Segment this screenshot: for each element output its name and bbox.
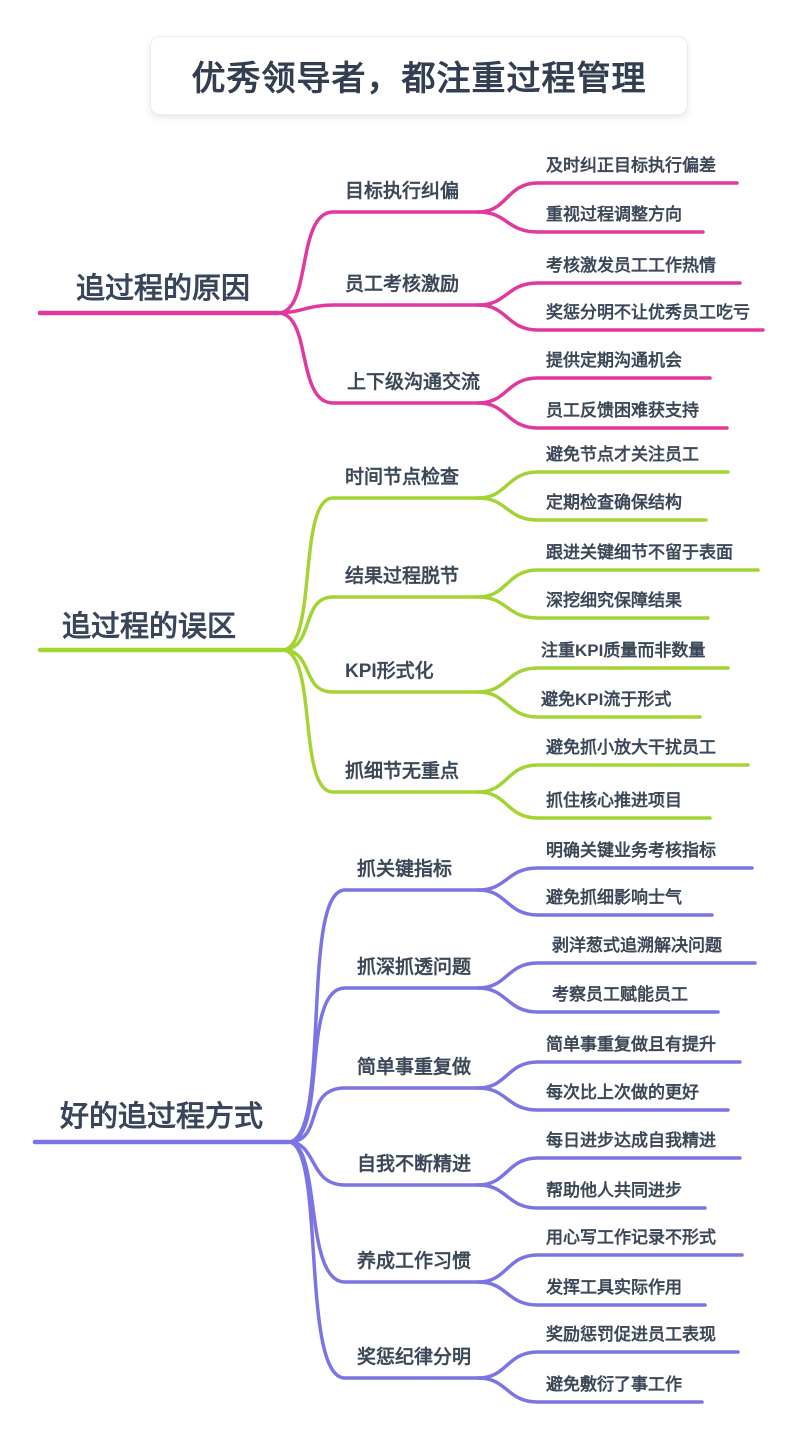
leaf-node: 考察员工赋能员工: [552, 985, 688, 1004]
leaf-node: 用心写工作记录不形式: [546, 1228, 716, 1247]
leaf-node: 考核激发员工工作热情: [546, 256, 716, 275]
leaf-node: 及时纠正目标执行偏差: [546, 156, 716, 175]
leaf-node: 明确关键业务考核指标: [546, 841, 716, 860]
leaf-node: 奖惩分明不让优秀员工吃亏: [546, 303, 750, 322]
leaf-node: 奖励惩罚促进员工表现: [546, 1325, 716, 1344]
leaf-node: 员工反馈困难获支持: [546, 401, 699, 420]
leaf-node: 抓住核心推进项目: [546, 791, 682, 810]
leaf-node: 避免抓小放大干扰员工: [546, 738, 716, 757]
branch-node-pitfalls: 追过程的误区: [62, 611, 237, 643]
subtopic-node: 目标执行纠偏: [345, 181, 460, 202]
subtopic-node: 上下级沟通交流: [347, 372, 481, 393]
leaf-node: 深挖细究保障结果: [546, 591, 682, 610]
branch-node-good-ways: 好的追过程方式: [60, 1101, 264, 1133]
root-node: 优秀领导者，都注重过程管理: [150, 36, 688, 115]
leaf-node: 每次比上次做的更好: [546, 1083, 699, 1102]
leaf-node: 剥洋葱式追溯解决问题: [552, 936, 722, 955]
subtopic-node: 抓关键指标: [357, 859, 453, 880]
leaf-node: 简单事重复做且有提升: [546, 1035, 716, 1054]
branch-node-reasons: 追过程的原因: [76, 273, 251, 305]
subtopic-node: 抓细节无重点: [345, 761, 460, 782]
branch-lines-reasons: [37, 181, 765, 430]
leaf-node: 跟进关键细节不留于表面: [546, 543, 733, 562]
leaf-node: 避免抓细影响士气: [546, 888, 682, 907]
branch-lines-pitfalls: [37, 470, 760, 820]
subtopic-node: 时间节点检查: [345, 467, 460, 488]
branch-lines-good-ways: [32, 866, 757, 1404]
leaf-node: 注重KPI质量而非数量: [541, 641, 706, 660]
subtopic-node: 员工考核激励: [345, 274, 460, 295]
leaf-node: 避免敷衍了事工作: [546, 1375, 682, 1394]
subtopic-node: 简单事重复做: [357, 1057, 472, 1078]
subtopic-node: 抓深抓透问题: [357, 957, 472, 978]
subtopic-node: 养成工作习惯: [357, 1251, 472, 1272]
leaf-node: 避免节点才关注员工: [546, 445, 699, 464]
leaf-node: 发挥工具实际作用: [546, 1278, 682, 1297]
leaf-node: 定期检查确保结构: [546, 493, 682, 512]
subtopic-node: KPI形式化: [345, 661, 434, 682]
leaf-node: 帮助他人共同进步: [546, 1181, 682, 1200]
leaf-node: 重视过程调整方向: [546, 205, 682, 224]
subtopic-node: 自我不断精进: [357, 1154, 472, 1175]
subtopic-node: 结果过程脱节: [345, 566, 460, 587]
leaf-node: 避免KPI流于形式: [541, 690, 672, 709]
subtopic-node: 奖惩纪律分明: [357, 1347, 472, 1368]
root-node-label: 优秀领导者，都注重过程管理: [191, 60, 647, 98]
leaf-node: 每日进步达成自我精进: [546, 1131, 716, 1150]
leaf-node: 提供定期沟通机会: [546, 351, 682, 370]
